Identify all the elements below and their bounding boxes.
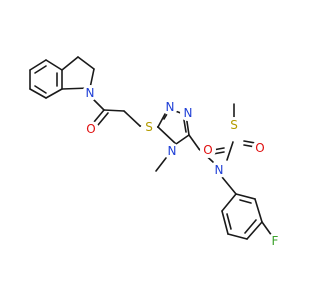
atom-n1: N bbox=[82, 85, 98, 101]
bond bbox=[235, 193, 256, 200]
bond bbox=[226, 141, 234, 161]
bond-inner bbox=[239, 199, 252, 204]
atom-o2: O bbox=[200, 142, 216, 158]
svg-text:N: N bbox=[184, 106, 193, 120]
bond bbox=[261, 221, 273, 237]
bond bbox=[254, 198, 263, 223]
bond-double bbox=[97, 112, 109, 126]
structure-diagram: N O S N N N S O bbox=[29, 56, 283, 249]
atom-n2: N bbox=[162, 99, 178, 115]
bond bbox=[89, 68, 95, 89]
atom-n3: N bbox=[180, 105, 196, 121]
bond bbox=[157, 126, 177, 145]
bond bbox=[29, 59, 47, 71]
svg-text:N: N bbox=[215, 163, 224, 177]
atom-o3: O bbox=[252, 140, 268, 156]
bond bbox=[246, 221, 263, 240]
bond bbox=[221, 210, 229, 235]
svg-text:S: S bbox=[145, 120, 153, 134]
bond bbox=[243, 140, 256, 144]
svg-text:F: F bbox=[272, 234, 279, 248]
bond bbox=[157, 113, 166, 128]
atom-s2: S bbox=[226, 117, 242, 133]
bond-double bbox=[183, 119, 187, 133]
bond bbox=[61, 56, 79, 71]
bond-inner bbox=[226, 213, 232, 230]
bond bbox=[221, 193, 237, 212]
atom-n4: N bbox=[164, 143, 180, 159]
svg-text:S: S bbox=[230, 118, 238, 132]
atom-n5: N bbox=[211, 162, 227, 178]
svg-text:N: N bbox=[166, 100, 175, 114]
molecule-canvas: N O S N N N S O bbox=[29, 56, 283, 249]
bond bbox=[123, 110, 141, 127]
svg-text:O: O bbox=[255, 141, 264, 155]
svg-text:N: N bbox=[86, 86, 95, 100]
bond bbox=[227, 233, 248, 240]
svg-text:O: O bbox=[86, 122, 95, 136]
svg-text:N: N bbox=[168, 144, 177, 158]
bond bbox=[77, 56, 95, 70]
bond bbox=[103, 109, 125, 112]
bond bbox=[29, 88, 47, 99]
bond bbox=[93, 109, 105, 123]
bonds bbox=[29, 56, 273, 240]
bond bbox=[221, 176, 237, 195]
bond bbox=[175, 134, 190, 145]
bond-inner bbox=[244, 219, 257, 234]
atoms: N O S N N N S O bbox=[82, 85, 283, 249]
bond bbox=[45, 88, 63, 99]
svg-text:O: O bbox=[203, 143, 212, 157]
bond bbox=[188, 134, 200, 150]
bond-inner bbox=[34, 85, 47, 94]
atom-s1: S bbox=[141, 119, 157, 135]
bond bbox=[155, 157, 167, 172]
atom-f1: F bbox=[267, 233, 283, 249]
atom-o1: O bbox=[83, 121, 99, 137]
bond-inner bbox=[34, 65, 47, 74]
bond bbox=[45, 59, 63, 71]
